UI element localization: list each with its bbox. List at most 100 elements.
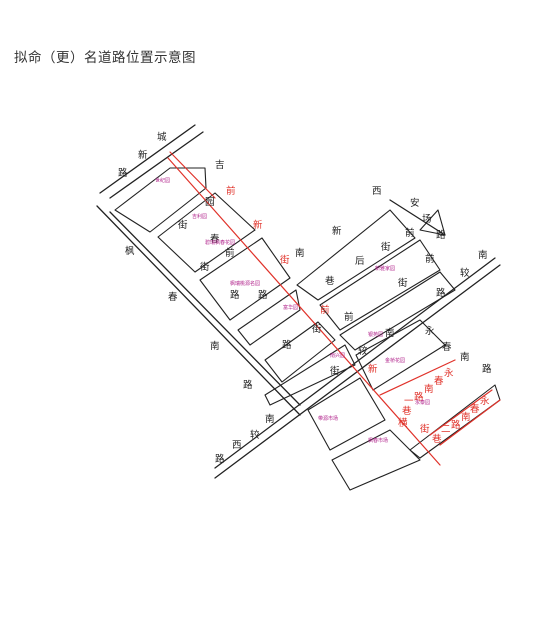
place-fengrui: 枫瑞桃源名园 <box>230 280 260 287</box>
label-jie-5: 街 <box>312 323 322 335</box>
new-label-xiang-1: 巷 <box>402 406 412 417</box>
label-nan-5: 南 <box>478 249 488 261</box>
label-jiao-2: 较 <box>358 345 368 357</box>
place-labels: 世纪园 吉利园 碧瑞枫春花园 枫瑞桃源名园 新雅家园 富华园 银苑园 南兴园 金… <box>155 177 430 444</box>
block-11 <box>307 377 386 451</box>
new-road-yongchun-2 <box>439 399 501 446</box>
label-lu-1: 路 <box>118 167 128 179</box>
new-label-nan-1: 南 <box>424 383 434 395</box>
block-3 <box>199 237 291 321</box>
place-fuhua: 富华园 <box>283 304 298 311</box>
label-jie-2: 街 <box>200 261 210 273</box>
label-jie-6: 街 <box>330 365 340 377</box>
label-ji: 吉 <box>215 160 225 171</box>
label-cheng: 城 <box>157 132 167 143</box>
block-4 <box>237 289 301 346</box>
label-jie-1: 街 <box>178 219 188 231</box>
block-12 <box>331 429 421 491</box>
label-jie-4: 街 <box>398 277 408 289</box>
place-jinqiao: 金桥花园 <box>385 357 405 364</box>
block-6 <box>264 344 356 406</box>
label-lu-3: 路 <box>215 453 225 465</box>
label-chun-1: 春 <box>168 291 178 303</box>
label-hou: 后 <box>355 256 365 267</box>
new-label-xin-1: 新 <box>253 219 263 231</box>
label-qian-2: 前 <box>405 227 415 239</box>
new-road-yongchun-1 <box>379 359 456 396</box>
page-title: 拟命（更）名道路位置示意图 <box>14 50 196 66</box>
label-yong: 永 <box>425 325 435 337</box>
place-birui: 碧瑞枫春花园 <box>205 239 235 246</box>
label-lu-4: 路 <box>436 229 446 241</box>
place-shijiyuan: 世纪园 <box>155 177 170 184</box>
label-chun-3: 春 <box>442 341 452 353</box>
label-an: 安 <box>410 197 420 209</box>
label-lu-5: 路 <box>258 289 268 301</box>
new-label-chun-1: 春 <box>434 375 444 387</box>
road-fengchun-inner <box>109 211 301 406</box>
new-road-labels: 前 新 街 前 新 永 春 南 路 一 巷 永 春 南 路 二 巷 横 街 <box>226 185 490 445</box>
new-label-lu-2: 路 <box>451 419 461 431</box>
label-nan-3: 南 <box>295 247 305 259</box>
new-label-xin-2: 新 <box>368 363 378 375</box>
label-jiao-1: 较 <box>250 429 260 441</box>
block-1 <box>114 167 207 233</box>
new-label-yong-1: 永 <box>444 367 454 379</box>
new-label-jie-2: 街 <box>420 423 430 435</box>
road-chengxin <box>99 124 196 194</box>
place-yinyuan: 银苑园 <box>368 331 383 338</box>
label-lu-6: 路 <box>282 339 292 351</box>
block-2 <box>157 192 256 273</box>
block-5 <box>264 321 336 383</box>
label-xi-2: 西 <box>372 186 382 197</box>
label-qian-4: 前 <box>344 311 354 323</box>
new-label-qian-2: 前 <box>320 304 330 316</box>
label-nan-4: 南 <box>385 327 395 339</box>
new-road-qianxin-jie <box>167 157 441 466</box>
label-feng: 枫 <box>125 245 135 257</box>
block-8 <box>319 239 441 331</box>
new-label-yi: 一 <box>404 396 414 407</box>
label-xin: 新 <box>138 149 148 161</box>
place-daiyuan: 带源市场 <box>318 415 338 422</box>
label-chang: 场 <box>422 214 432 225</box>
new-label-jie-1: 街 <box>280 254 290 266</box>
label-lu-8: 路 <box>482 363 492 375</box>
block-14 <box>419 209 446 236</box>
label-qian-3: 前 <box>425 253 435 265</box>
road-labels: 城 新 路 吉 园 街 枫 春 南 路 南 较 西 路 西 安 场 路 新 南 … <box>118 132 492 465</box>
new-label-er: 二 <box>441 424 451 435</box>
city-blocks <box>114 167 501 491</box>
label-yuan: 园 <box>205 197 215 208</box>
new-road-qianxin-jie-inner <box>169 151 216 199</box>
new-label-heng: 横 <box>398 417 408 429</box>
label-lu-7: 路 <box>436 287 446 299</box>
road-xian <box>389 199 446 236</box>
new-label-chun-2: 春 <box>470 403 480 415</box>
place-nanxing: 南兴园 <box>330 352 345 359</box>
label-nan-6: 南 <box>460 351 470 363</box>
label-lu-2: 路 <box>243 379 253 391</box>
label-qian-1: 前 <box>225 247 235 259</box>
place-jiliyuan: 吉利园 <box>192 213 207 220</box>
place-yongtai: 永泰园 <box>415 399 430 406</box>
new-label-nan-2: 南 <box>461 411 471 423</box>
road-chengxin-inner <box>109 131 204 199</box>
label-jie-3: 街 <box>381 241 391 253</box>
label-lu-9: 路 <box>230 289 240 301</box>
label-chun-2: 春 <box>210 233 220 245</box>
new-label-xiang-2: 巷 <box>432 434 442 445</box>
place-xinya: 新雅家园 <box>375 265 395 272</box>
block-9 <box>339 271 456 351</box>
new-label-lu-1: 路 <box>414 391 424 403</box>
new-roads <box>167 151 501 466</box>
label-xiang: 巷 <box>325 276 335 287</box>
block-10 <box>355 319 446 391</box>
place-fengchun-shichang: 枫春市场 <box>368 437 388 444</box>
label-nan-2: 南 <box>265 413 275 425</box>
road-fengchun-outer <box>96 205 301 416</box>
label-xi-1: 西 <box>232 440 242 451</box>
road-nanjiao-inner <box>214 257 496 469</box>
label-nan-1: 南 <box>210 340 220 352</box>
